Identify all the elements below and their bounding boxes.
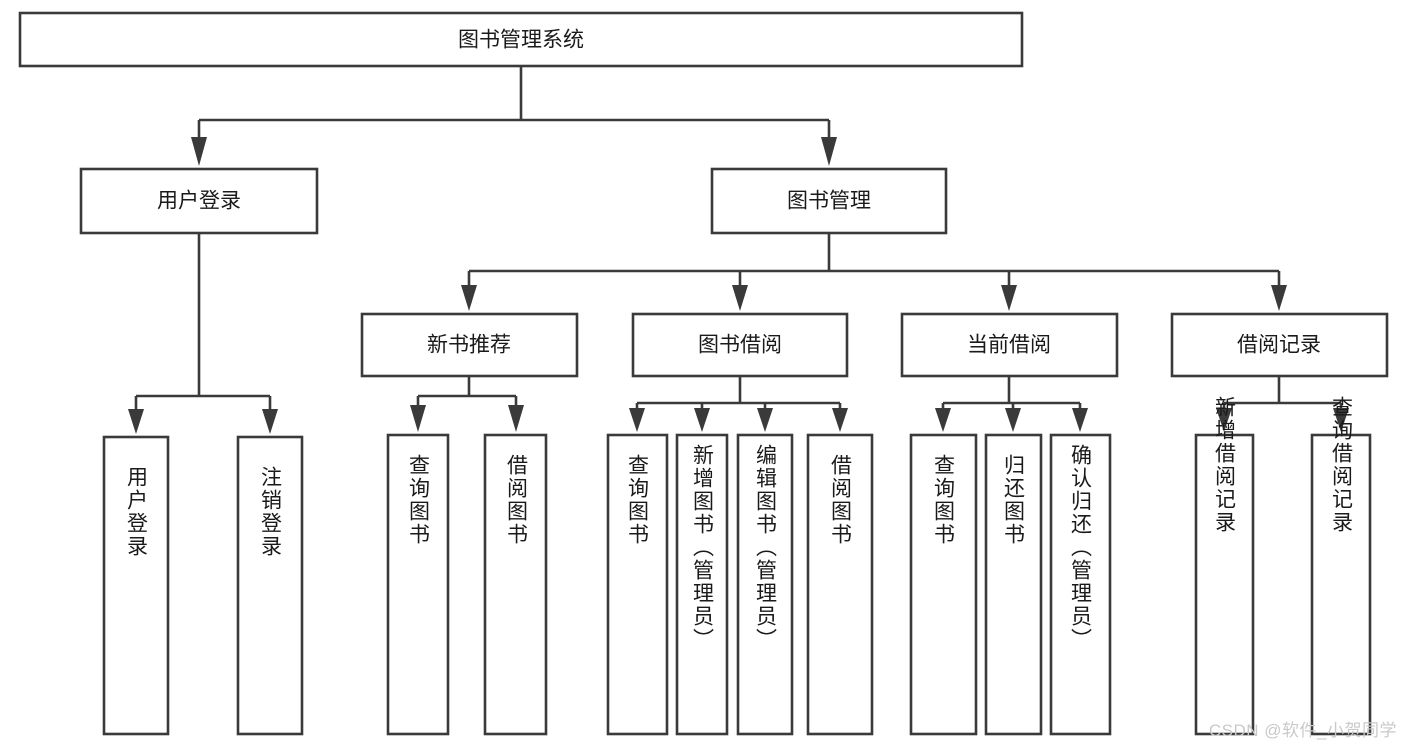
leaf-user-login-label: 用户登录 [125, 466, 149, 558]
leaf-newbook-query-books[interactable]: 查询图书 [386, 433, 450, 736]
leaf-newbook-query-books-label: 查询图书 [407, 454, 431, 546]
node-borrow-records-box[interactable] [1170, 312, 1389, 378]
edge-group-newbook [410, 376, 524, 432]
node-borrow-records-label: 借阅记录 [1237, 334, 1321, 357]
arrowhead-borrow-leaf4 [832, 408, 848, 432]
leaf-current-confirm-return-admin-box[interactable] [1049, 433, 1112, 736]
node-user-login[interactable]: 用户登录 [79, 167, 319, 235]
leaf-records-query-record[interactable]: 查询借阅记录 [1310, 396, 1372, 736]
leaf-newbook-query-books-box[interactable] [386, 433, 450, 736]
leaf-current-confirm-return-admin-label: 确认归还（管理员） [1069, 444, 1093, 651]
arrowhead-login-leaf2 [262, 409, 278, 434]
leaf-borrow-edit-book-admin[interactable]: 编辑图书（管理员） [736, 433, 794, 736]
node-new-book-recommend-label: 新书推荐 [427, 334, 511, 357]
leaf-borrow-edit-book-admin-box[interactable] [736, 433, 794, 736]
leaf-borrow-borrow-books[interactable]: 借阅图书 [806, 433, 874, 736]
leaf-current-query-books-label: 查询图书 [932, 454, 956, 546]
arrowhead-borrow-leaf3 [757, 408, 773, 432]
node-current-borrow[interactable]: 当前借阅 [900, 312, 1119, 378]
arrowhead-to-newbook [461, 285, 477, 311]
node-borrow-records[interactable]: 借阅记录 [1170, 312, 1389, 378]
node-book-management-box[interactable] [710, 167, 948, 235]
arrowhead-borrow-leaf2 [694, 408, 710, 432]
leaf-borrow-borrow-books-label: 借阅图书 [829, 454, 853, 546]
leaf-borrow-query-books-box[interactable] [606, 433, 669, 736]
node-book-borrow-label: 图书借阅 [698, 334, 782, 357]
edge-group-current [935, 376, 1088, 432]
leaf-records-add-record-label: 新增借阅记录 [1213, 396, 1237, 534]
arrowhead-root-to-bookmgmt [821, 137, 837, 166]
arrowhead-root-to-login [191, 137, 207, 166]
node-new-book-recommend[interactable]: 新书推荐 [360, 312, 579, 378]
node-user-login-label: 用户登录 [157, 190, 241, 213]
leaf-current-return-books-label: 归还图书 [1002, 454, 1026, 546]
node-root[interactable]: 图书管理系统 [18, 11, 1024, 68]
arrowhead-newbook-leaf2 [508, 405, 524, 432]
leaf-records-add-record[interactable]: 新增借阅记录 [1194, 396, 1255, 736]
arrowhead-login-leaf1 [128, 409, 144, 434]
arrowhead-newbook-leaf1 [410, 405, 426, 432]
leaf-newbook-borrow-books[interactable]: 借阅图书 [483, 433, 548, 736]
edge-group-root [191, 66, 837, 166]
leaf-current-return-books-box[interactable] [984, 433, 1043, 736]
leaf-user-login-box[interactable] [102, 435, 170, 736]
node-current-borrow-box[interactable] [900, 312, 1119, 378]
node-root-box[interactable] [18, 11, 1024, 68]
leaf-newbook-borrow-books-label: 借阅图书 [505, 454, 529, 546]
leaf-borrow-edit-book-admin-label: 编辑图书（管理员） [754, 444, 778, 651]
arrowhead-records-leaf2 [1333, 408, 1349, 432]
leaf-newbook-borrow-books-box[interactable] [483, 433, 548, 736]
leaf-logout-label: 注销登录 [259, 466, 283, 558]
leaf-logout[interactable]: 注销登录 [236, 435, 304, 736]
node-current-borrow-label: 当前借阅 [967, 334, 1051, 357]
leaf-borrow-query-books[interactable]: 查询图书 [606, 433, 669, 736]
leaf-records-query-record-label: 查询借阅记录 [1330, 396, 1354, 534]
leaf-borrow-add-book-admin[interactable]: 新增图书（管理员） [675, 433, 729, 736]
arrowhead-borrow-leaf1 [629, 408, 645, 432]
arrowhead-to-current [1001, 285, 1017, 311]
node-book-borrow-box[interactable] [631, 312, 849, 378]
node-book-management[interactable]: 图书管理 [710, 167, 948, 235]
arrowhead-records-leaf1 [1216, 408, 1232, 432]
leaf-borrow-add-book-admin-label: 新增图书（管理员） [691, 444, 715, 651]
leaf-current-query-books-box[interactable] [909, 433, 978, 736]
leaf-records-add-record-box[interactable] [1194, 433, 1255, 736]
node-user-login-box[interactable] [79, 167, 319, 235]
node-book-management-label: 图书管理 [787, 190, 871, 213]
arrowhead-current-leaf3 [1072, 408, 1088, 432]
leaf-borrow-borrow-books-box[interactable] [806, 433, 874, 736]
node-book-borrow[interactable]: 图书借阅 [631, 312, 849, 378]
arrowhead-to-borrow [732, 285, 748, 311]
leaf-borrow-add-book-admin-box[interactable] [675, 433, 729, 736]
edge-group-borrow [629, 376, 848, 432]
edge-group-records [1216, 376, 1349, 432]
leaf-current-return-books[interactable]: 归还图书 [984, 433, 1043, 736]
arrowhead-to-records [1271, 285, 1287, 311]
leaf-current-confirm-return-admin[interactable]: 确认归还（管理员） [1049, 433, 1112, 736]
leaf-logout-box[interactable] [236, 435, 304, 736]
edge-group-login [128, 233, 278, 434]
leaf-records-query-record-box[interactable] [1310, 433, 1372, 736]
arrowhead-current-leaf2 [1005, 408, 1021, 432]
node-root-label: 图书管理系统 [458, 29, 584, 52]
leaf-borrow-query-books-label: 查询图书 [626, 454, 650, 546]
node-new-book-recommend-box[interactable] [360, 312, 579, 378]
edge-group-bookmgmt [461, 233, 1287, 311]
arrowhead-current-leaf1 [935, 408, 951, 432]
leaf-user-login[interactable]: 用户登录 [102, 435, 170, 736]
leaf-current-query-books[interactable]: 查询图书 [909, 433, 978, 736]
